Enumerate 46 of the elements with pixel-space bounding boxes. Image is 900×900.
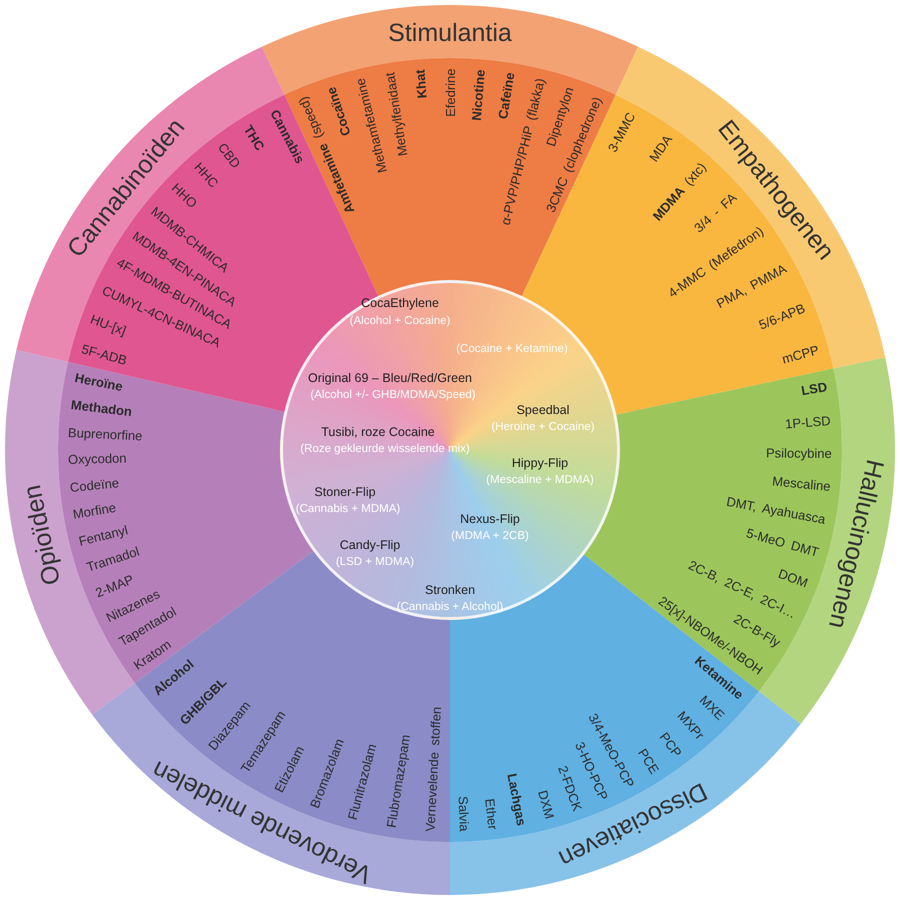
combination-name: Original 69 – Bleu/Red/Green	[308, 371, 472, 385]
substance-name: 5-MeO DMT	[744, 524, 820, 560]
substance-name: Nicotine	[468, 68, 488, 121]
substance-name: Vernevelende stoffen	[422, 706, 444, 832]
substance-name: Fentanyl	[77, 522, 130, 548]
substance-name: Cafeïne	[496, 72, 518, 120]
substance-name: Mescaline	[771, 474, 831, 494]
combination-ingredients: (Cocaine + Ketamine)	[456, 342, 568, 356]
combination-ingredients: (Heroine + Cocaine)	[491, 420, 595, 434]
substance-name: DOM	[776, 566, 810, 591]
substance-name: Ether	[482, 798, 501, 830]
substance-name: DXM	[535, 788, 558, 821]
combination-ingredients: (MDMA + 2CB)	[451, 529, 529, 543]
category-title: Stimulantia	[388, 19, 512, 47]
combination-ingredients: (Mescaline + MDMA)	[486, 473, 594, 487]
category-title: Opioïden	[18, 482, 66, 588]
substance-name: LSD	[800, 380, 828, 399]
combination-ingredients: (LSD + MDMA)	[336, 555, 414, 569]
combination-name: Nexus-Flip	[460, 512, 520, 526]
substance-name: Codeïne	[69, 474, 120, 494]
substance-name: DMT, Ayahuasca	[726, 494, 827, 527]
combination-name: CocaEthylene	[361, 296, 439, 310]
combination-ingredients: (Roze gekleurde wisselende mix)	[300, 442, 470, 456]
substance-name: Lachgas	[504, 772, 530, 827]
substance-name: Buprenorfine	[68, 424, 144, 444]
substance-name: mCPP	[780, 342, 820, 366]
substance-name: 1P-LSD	[784, 412, 832, 432]
combination-ingredients: (Alcohol +/- GHB/MDMA/Speed)	[310, 388, 476, 402]
substance-name: Khat	[412, 68, 430, 99]
substance-name: Oxycodon	[68, 450, 127, 468]
combination-ingredients: (Alcohol + Cocaine)	[350, 314, 450, 328]
substance-name: Salvia	[456, 796, 472, 832]
combination-name: Hippy-Flip	[512, 456, 568, 470]
substance-name: Cocaïne	[324, 84, 354, 138]
combination-name: Stoner-Flip	[314, 485, 376, 499]
substance-name: Methadon	[70, 397, 133, 420]
combination-ingredients: (Cannabis + MDMA)	[296, 502, 400, 516]
combination-name: Stronken	[424, 583, 476, 597]
combination-name: Speedbal	[516, 403, 570, 417]
substance-name: Efedrine	[442, 68, 458, 116]
combination-name: Candy-Flip	[340, 538, 400, 552]
combination-name: Tusibi, roze Cocaine	[321, 425, 435, 439]
combination-ingredients: (Cannabis + Alcohol)	[396, 600, 504, 614]
substance-name: Heroïne	[74, 370, 124, 394]
substance-name: Morfine	[72, 500, 118, 522]
substance-name: Psilocybine	[766, 445, 832, 461]
